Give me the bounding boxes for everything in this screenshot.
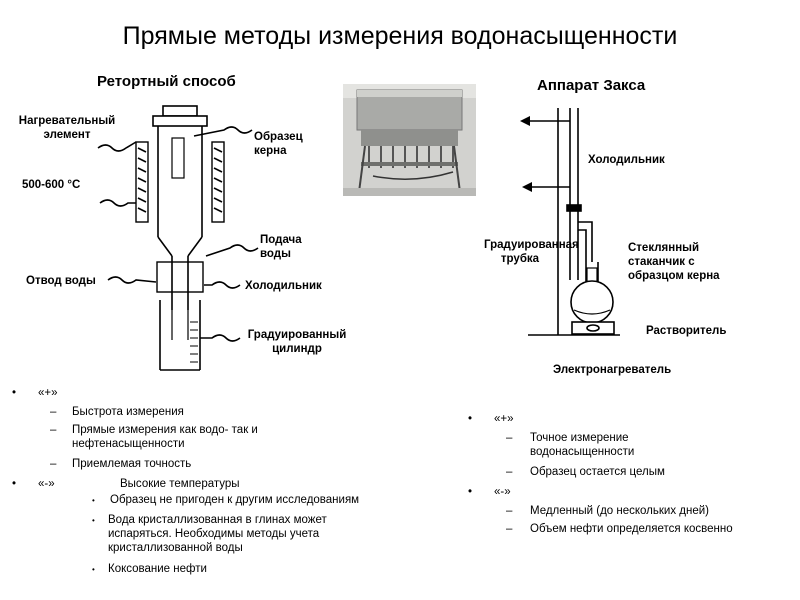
retort-pro-item: Прямые измерения как водо- так и нефтена…: [72, 424, 258, 450]
label-cooler-retort: Холодильник: [245, 280, 322, 292]
bullet-icon: •: [468, 413, 473, 425]
small-bullet-icon: •: [92, 496, 95, 505]
small-bullet-icon: •: [92, 565, 95, 574]
sachs-con-item: Медленный (до нескольких дней): [530, 505, 709, 517]
label-water-drain: Отвод воды: [26, 275, 96, 287]
dash-icon: –: [506, 523, 513, 535]
label-electric-heater: Электронагреватель: [553, 364, 672, 376]
sachs-pro-item: Точное измерение водонасыщенности: [530, 432, 635, 458]
label-cooler-sachs: Холодильник: [588, 154, 665, 166]
bullet-icon: •: [12, 478, 17, 490]
sachs-pros-head: «+»: [494, 413, 514, 425]
retort-con-item: Коксование нефти: [108, 563, 207, 575]
label-temperature: 500-600 °С: [22, 179, 81, 191]
retort-apparatus-photo: [343, 84, 476, 196]
retort-pro-item: Приемлемая точность: [72, 458, 192, 470]
retort-pros-head: «+»: [38, 387, 58, 399]
dash-icon: –: [506, 466, 513, 478]
dash-icon: –: [50, 458, 57, 470]
sachs-subtitle: Аппарат Закса: [537, 77, 646, 94]
retort-con-item: Вода кристаллизованная в глинах может ис…: [108, 514, 327, 554]
retort-cons-head: «-»: [38, 478, 55, 490]
retort-subtitle: Ретортный способ: [97, 73, 236, 90]
dash-icon: –: [50, 424, 57, 436]
retort-con-item: Образец не пригоден к другим исследовани…: [110, 494, 360, 506]
retort-con-first: Высокие температуры: [120, 478, 240, 490]
retort-pro-item: Быстрота измерения: [72, 406, 184, 418]
label-graduated-tube: Градуированная трубка: [484, 239, 579, 265]
page-title: Прямые методы измерения водонасыщенности: [122, 22, 678, 50]
dash-icon: –: [506, 432, 513, 444]
bullet-icon: •: [12, 387, 17, 399]
bullet-icon: •: [468, 486, 473, 498]
label-core-sample: Образец керна: [254, 131, 303, 157]
sachs-pro-item: Образец остается целым: [530, 466, 665, 478]
small-bullet-icon: •: [92, 516, 95, 525]
sachs-con-item: Объем нефти определяется косвенно: [530, 523, 733, 535]
label-solvent: Растворитель: [646, 325, 727, 337]
label-heater-element: Нагревательный элемент: [18, 115, 116, 141]
label-glass-cup: Стеклянный стаканчик с образцом керна: [628, 242, 720, 282]
dash-icon: –: [50, 406, 57, 418]
label-water-feed: Подача воды: [260, 234, 302, 260]
label-graduated-cylinder: Градуированный цилиндр: [247, 329, 347, 355]
dash-icon: –: [506, 505, 513, 517]
sachs-cons-head: «-»: [494, 486, 511, 498]
